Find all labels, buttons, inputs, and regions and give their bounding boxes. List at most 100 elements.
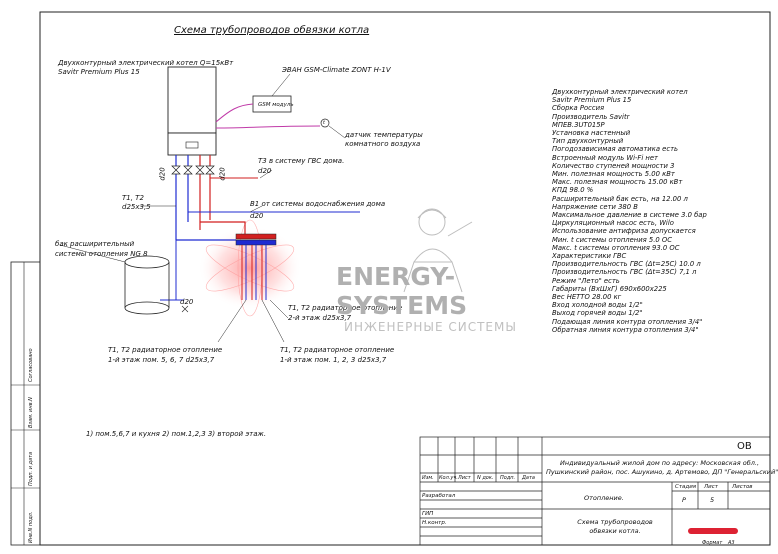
gsm-cable (215, 103, 254, 123)
spec-line: Мин. полезная мощность 5.00 кВт (552, 170, 675, 179)
spec-line: Сборка Россия (552, 104, 605, 113)
b1-diameter: d20 (250, 212, 264, 220)
watermark: ENERGY-SYSTEMS ИНЖЕНЕРНЫЕ СИСТЕМЫ (336, 262, 586, 334)
spec-line: МПЕВ.ЗUТ015Р (552, 120, 605, 129)
side-stamp-agreed: Согласовано (28, 348, 34, 382)
spec-line: Напряжение сети 380 В (552, 202, 638, 211)
tank-label-2: системы отопления NG 8 (55, 250, 148, 258)
d20-right: d20 (218, 167, 227, 181)
tb-header-sign: Подп. (500, 475, 516, 481)
spec-line: КПД 98.0 % (552, 186, 594, 195)
tb-role-developer: Разработал (422, 493, 456, 499)
spec-line: Использование антифриза допускается (552, 227, 696, 236)
spec-line: Производительность ГВС (Δt=25С) 10.0 л (552, 260, 701, 269)
tb-header-list: Лист (458, 475, 471, 481)
boiler-label-2: Savitr Premium Plus 15 (58, 68, 140, 76)
tb-role-norm: Н.контр. (422, 520, 447, 526)
watermark-title: ENERGY-SYSTEMS (336, 262, 468, 320)
spec-line: Максимальное давление в системе 3.0 бар (552, 211, 707, 220)
spec-line: Производитель Savitr (552, 112, 630, 121)
d20-left: d20 (158, 167, 167, 181)
spec-line: Установка настенный (552, 129, 631, 138)
spec-line: Выход горячей воды 1/2" (552, 309, 643, 318)
floor2-label-1: Т1, Т2 радиаторное отопление (288, 304, 403, 312)
expansion-tank (124, 255, 170, 315)
sensor-symbol: t (323, 120, 325, 126)
spec-line: Макс. полезная мощность 15.00 кВт (552, 178, 683, 187)
stage-value: Р (682, 496, 686, 504)
tank-diameter: d20 (180, 298, 194, 306)
tb-header-date: Дата (522, 475, 535, 481)
spec-line: Savitr Premium Plus 15 (552, 96, 632, 105)
tb-header-izm: Изм. (422, 475, 434, 481)
spec-line: Подающая линия контура отопления 3/4" (552, 317, 703, 326)
tb-header-ndoc: N док. (477, 475, 494, 481)
spec-line: Обратная линия контура отопления 3/4" (552, 325, 699, 334)
leader-lines (59, 169, 289, 343)
spec-line: Встроенный модуль Wi-Fi нет (552, 153, 658, 162)
side-stamp-sign: Подп. и дата (28, 451, 34, 486)
spec-line: Вес НЕТТО 28.00 кг (552, 293, 622, 302)
t1t2-top: Т1, Т2 (122, 194, 144, 202)
supply-to-manifold (200, 221, 246, 236)
project-line-1: Индивидуальный жилой дом по адресу: Моск… (560, 459, 760, 467)
sheets-header: Листов (732, 484, 753, 490)
gsm-device-label: ЭВАН GSM-Climate ZONT H-1V (282, 66, 391, 74)
spec-line: Вход холодной воды 1/2" (552, 301, 643, 310)
t3-diameter: d20 (258, 167, 272, 175)
company-logo (688, 528, 738, 534)
sensor-label-2: комнатного воздуха (345, 140, 421, 148)
manifold-glow (198, 226, 302, 310)
sheet-header: Лист (704, 484, 718, 490)
sensor-cable (215, 125, 321, 129)
spec-line: Погодозависимая автоматика есть (552, 145, 679, 154)
floor1a-label-1: Т1, Т2 радиаторное отопление (108, 346, 223, 354)
floor1b-label-2: 1-й этаж пом. 1, 2, 3 d25x3,7 (280, 356, 387, 364)
watermark-subtitle: ИНЖЕНЕРНЫЕ СИСТЕМЫ (344, 320, 517, 334)
valves (171, 165, 215, 175)
spec-line: Макс. t системы отопления 93.0 ОС (552, 243, 680, 252)
drawing-name: Схема трубопроводов обвязки котла. (577, 518, 653, 535)
tb-role-gip: ГИП (422, 511, 434, 517)
sheet-value: 5 (710, 496, 715, 504)
supply-manifold (235, 233, 277, 240)
section-name: Отопление. (584, 494, 624, 502)
project-line-2: Пушкинский район, пос. Ашукино, д. Артем… (546, 468, 778, 476)
glow-orbits (205, 219, 295, 317)
spec-line: Характеристики ГВС (552, 252, 627, 261)
spec-line: Мин. t системы отопления 5.0 ОС (552, 235, 672, 244)
spec-line: Тип двухконтурный (552, 137, 624, 146)
temperature-sensor-icon (320, 118, 330, 128)
format-label: Формат (702, 540, 723, 546)
floor1b-label-1: Т1, Т2 радиаторное отопление (280, 346, 395, 354)
spec-line: Циркуляционный насос есть, Wilo (552, 219, 674, 228)
spec-line: Двухконтурный электрический котел (552, 88, 688, 96)
side-stamp-frame (10, 261, 41, 546)
b1-label: В1 от системы водоснабжения дома (250, 200, 386, 208)
floor2-label-2: 2-й этаж d25x3,7 (288, 314, 352, 322)
drawing-code: ОВ (737, 441, 752, 452)
boiler-label-1: Двухконтурный электрический котел Q=15кВ… (58, 59, 234, 67)
boiler-display (185, 141, 199, 149)
gsm-module-label: GSM модуль (258, 102, 294, 108)
return-manifold (235, 239, 277, 246)
side-stamp-inv: Инв.N подл. (28, 511, 34, 543)
spec-line: Расширительный бак есть, на 12.00 л (552, 194, 688, 203)
drawing-title: Схема трубопроводов обвязки котла (174, 25, 370, 36)
t3-label: Т3 в систему ГВС дома. (258, 157, 345, 165)
boiler-body (167, 66, 217, 134)
t1t2-top-diameter: d25x3,5 (122, 203, 151, 211)
spec-line: Габариты (ВхШхГ) 690х600х225 (552, 284, 667, 293)
sensor-label-1: датчик температуры (345, 131, 423, 139)
tank-label-1: бак расширительный (55, 240, 135, 248)
spec-line: Режим "Лето" есть (552, 276, 620, 285)
title-block-lines (419, 436, 771, 546)
spec-line: Количество ступеней мощности 3 (552, 161, 675, 170)
side-stamp-replace: Взам. инв.N (28, 397, 34, 428)
stage-header: Стадия (675, 484, 697, 490)
floor1a-label-2: 1-й этаж пом. 5, 6, 7 d25x3,7 (108, 356, 215, 364)
format-value: А3 (728, 540, 735, 546)
boiler-bottom (167, 132, 217, 156)
manifold-outlets (241, 245, 267, 300)
